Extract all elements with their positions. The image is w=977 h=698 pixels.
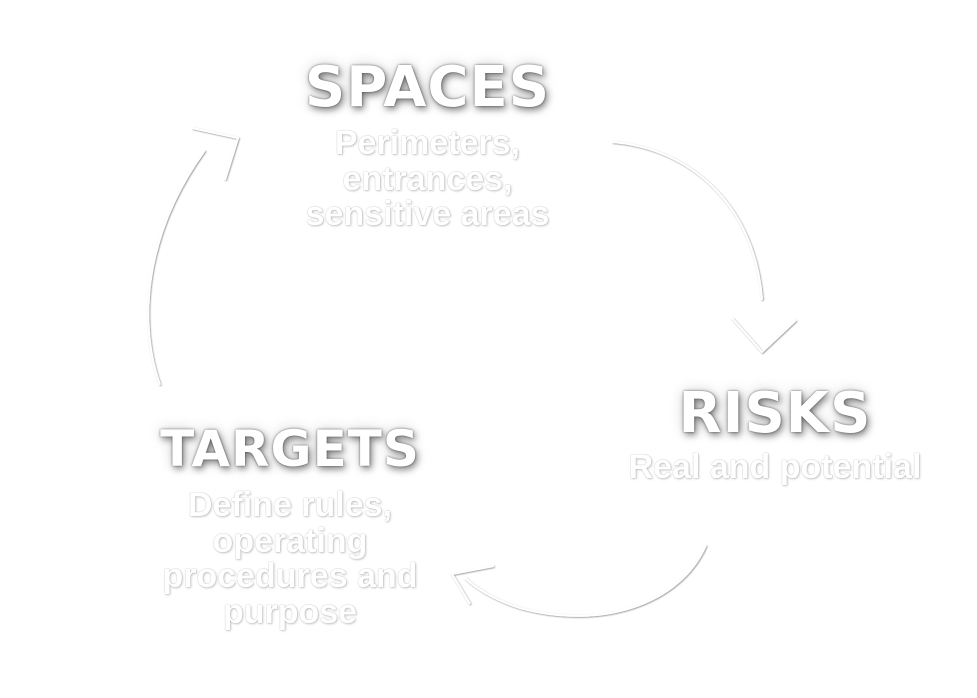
node-risks: RISKS Real and potential	[615, 386, 935, 486]
node-targets-title: TARGETS	[160, 420, 420, 478]
node-spaces: SPACES Perimeters, entrances, sensitive …	[265, 60, 590, 233]
arrow-spaces-to-risks	[611, 141, 763, 301]
arrow-head-targets	[450, 565, 495, 605]
arrow-head-spaces	[191, 127, 240, 181]
node-risks-description: Real and potential	[628, 448, 922, 486]
node-risks-title: RISKS	[678, 381, 872, 446]
node-targets-description: Define rules, operating procedures and p…	[162, 486, 418, 632]
node-spaces-description: Perimeters, entrances, sensitive areas	[305, 124, 550, 234]
node-spaces-title: SPACES	[304, 55, 551, 120]
arrow-head-risks	[731, 317, 797, 354]
arrow-risks-to-targets	[464, 544, 707, 617]
arrow-targets-to-spaces	[147, 149, 206, 386]
node-targets: TARGETS Define rules, operating procedur…	[115, 424, 465, 631]
